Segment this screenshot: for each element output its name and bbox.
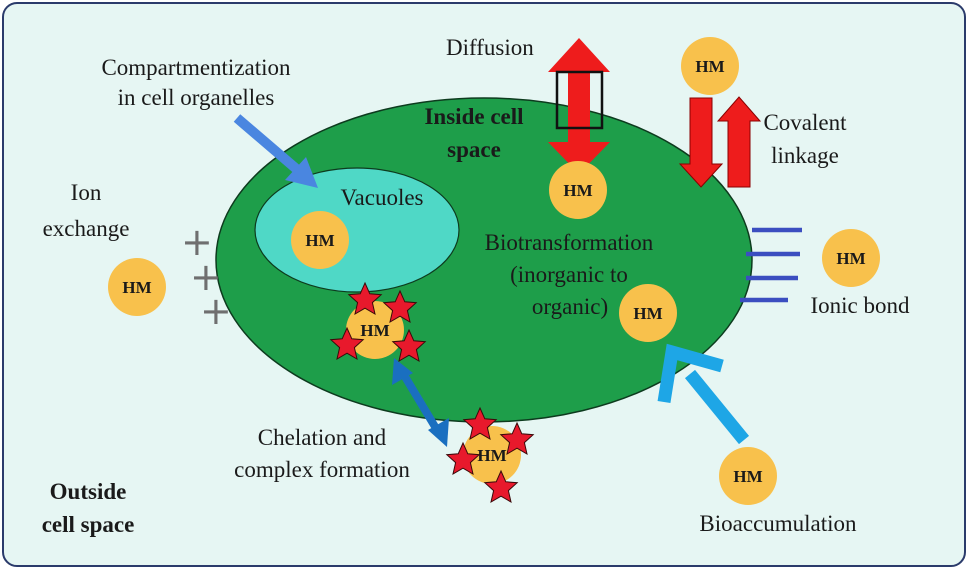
biotransformation-label-line1: Biotransformation bbox=[485, 230, 654, 255]
inside-cell-label-line1: Inside cell bbox=[424, 104, 523, 129]
bioaccumulation-label: Bioaccumulation bbox=[699, 511, 857, 536]
ionic-bond-label: Ionic bond bbox=[810, 293, 910, 318]
covalent-linkage-label-line2: linkage bbox=[771, 143, 839, 168]
covalent-linkage-arrows bbox=[678, 96, 762, 188]
ion-exchange-label-line1: Ion bbox=[71, 180, 102, 205]
hm-label: HM bbox=[360, 321, 389, 340]
hm-label: HM bbox=[477, 446, 506, 465]
outside-cell-label-line2: cell space bbox=[42, 512, 135, 537]
ionic-bond-lines bbox=[740, 227, 802, 303]
hm-label: HM bbox=[733, 467, 762, 486]
hm-ion-vacuole: HM bbox=[291, 211, 349, 269]
biotransformation-label-line2: (inorganic to bbox=[510, 262, 628, 287]
biotransformation-label-line3: organic) bbox=[532, 294, 608, 319]
outside-cell-label-line1: Outside bbox=[50, 479, 127, 504]
vacuoles-label: Vacuoles bbox=[340, 185, 423, 210]
hm-chelate-complex-inside: HM bbox=[330, 282, 426, 362]
hm-label: HM bbox=[695, 57, 724, 76]
plus-sign: + bbox=[181, 220, 213, 264]
ion-exchange-plus-signs: + + + bbox=[181, 220, 232, 333]
ion-exchange-label-line2: exchange bbox=[43, 216, 130, 241]
chelation-label-line2: complex formation bbox=[234, 457, 410, 482]
inside-cell-label-line2: space bbox=[447, 137, 501, 162]
chelation-arrow bbox=[392, 358, 449, 447]
plus-sign: + bbox=[200, 289, 232, 333]
chelation-label-line1: Chelation and bbox=[258, 425, 387, 450]
hm-chelate-complex-outside: HM bbox=[446, 407, 534, 503]
plus-sign: + bbox=[190, 255, 222, 299]
bioaccumulation-arrow bbox=[657, 343, 750, 445]
compartmentization-label-line1: Compartmentization bbox=[101, 55, 291, 80]
hm-ion-exchange: HM bbox=[108, 258, 166, 316]
hm-label: HM bbox=[633, 304, 662, 323]
hm-ion-diffusion: HM bbox=[549, 161, 607, 219]
hm-label: HM bbox=[836, 249, 865, 268]
diffusion-label: Diffusion bbox=[446, 35, 534, 60]
hm-ion-bioaccumulation: HM bbox=[719, 447, 777, 505]
membrane-channel bbox=[555, 70, 604, 130]
compartmentization-arrow bbox=[233, 114, 318, 188]
covalent-linkage-label-line1: Covalent bbox=[763, 110, 847, 135]
hm-ion-top-right: HM bbox=[681, 37, 739, 95]
hm-label: HM bbox=[122, 278, 151, 297]
diffusion-arrow bbox=[548, 38, 610, 174]
hm-ion-biotransformation: HM bbox=[619, 284, 677, 342]
hm-label: HM bbox=[305, 231, 334, 250]
compartmentization-label-line2: in cell organelles bbox=[118, 85, 275, 110]
hm-label: HM bbox=[563, 181, 592, 200]
hm-ion-ionic-bond: HM bbox=[822, 229, 880, 287]
